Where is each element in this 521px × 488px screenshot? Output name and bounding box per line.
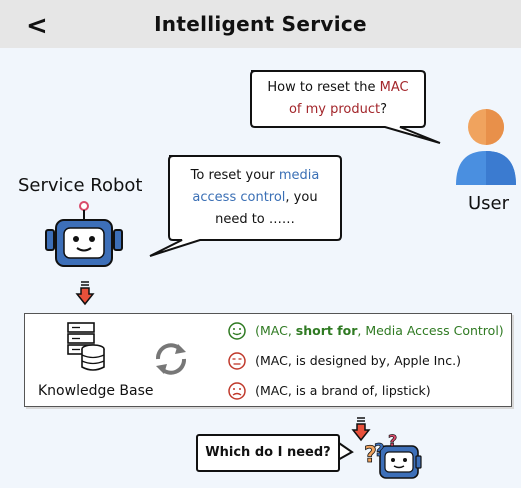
triple-row-1: (MAC, short for, Media Access Control) bbox=[228, 320, 504, 340]
knowledge-base-label: Knowledge Base bbox=[38, 383, 154, 399]
back-button[interactable]: < bbox=[26, 11, 48, 41]
svg-text:?: ? bbox=[388, 431, 397, 450]
question-bubble-tail bbox=[335, 440, 354, 462]
svg-text:?: ? bbox=[374, 440, 384, 461]
user-speech-bubble bbox=[250, 70, 441, 144]
svg-text:?: ? bbox=[364, 443, 377, 468]
knowledge-base-panel bbox=[24, 313, 512, 407]
smile-face-icon bbox=[228, 321, 246, 340]
triple-row-3: (MAC, is a brand of, lipstick) bbox=[228, 380, 431, 400]
user-question-text: How to reset the MAC of my product? bbox=[267, 80, 409, 117]
robot-reply-text: To reset your media access control, you … bbox=[190, 168, 320, 227]
refresh-cycle-icon bbox=[156, 343, 186, 375]
down-arrow-icon bbox=[75, 281, 95, 306]
user-avatar-icon bbox=[456, 109, 516, 185]
neutral-face-icon bbox=[228, 351, 246, 370]
confused-robot-icon: ? ? ? bbox=[364, 431, 422, 479]
which-do-i-need-bubble: Which do I need? bbox=[196, 434, 340, 472]
sad-face-icon bbox=[228, 381, 246, 400]
page-title: Intelligent Service bbox=[154, 12, 367, 36]
service-robot-label: Service Robot bbox=[18, 175, 143, 196]
user-label: User bbox=[468, 193, 510, 214]
robot-speech-bubble bbox=[149, 155, 342, 257]
robot-icon bbox=[45, 201, 123, 267]
app-header: < Intelligent Service bbox=[0, 0, 521, 48]
triple-row-2: (MAC, is designed by, Apple Inc.) bbox=[228, 350, 461, 370]
down-arrow-icon bbox=[351, 417, 371, 442]
database-server-icon bbox=[67, 322, 105, 371]
